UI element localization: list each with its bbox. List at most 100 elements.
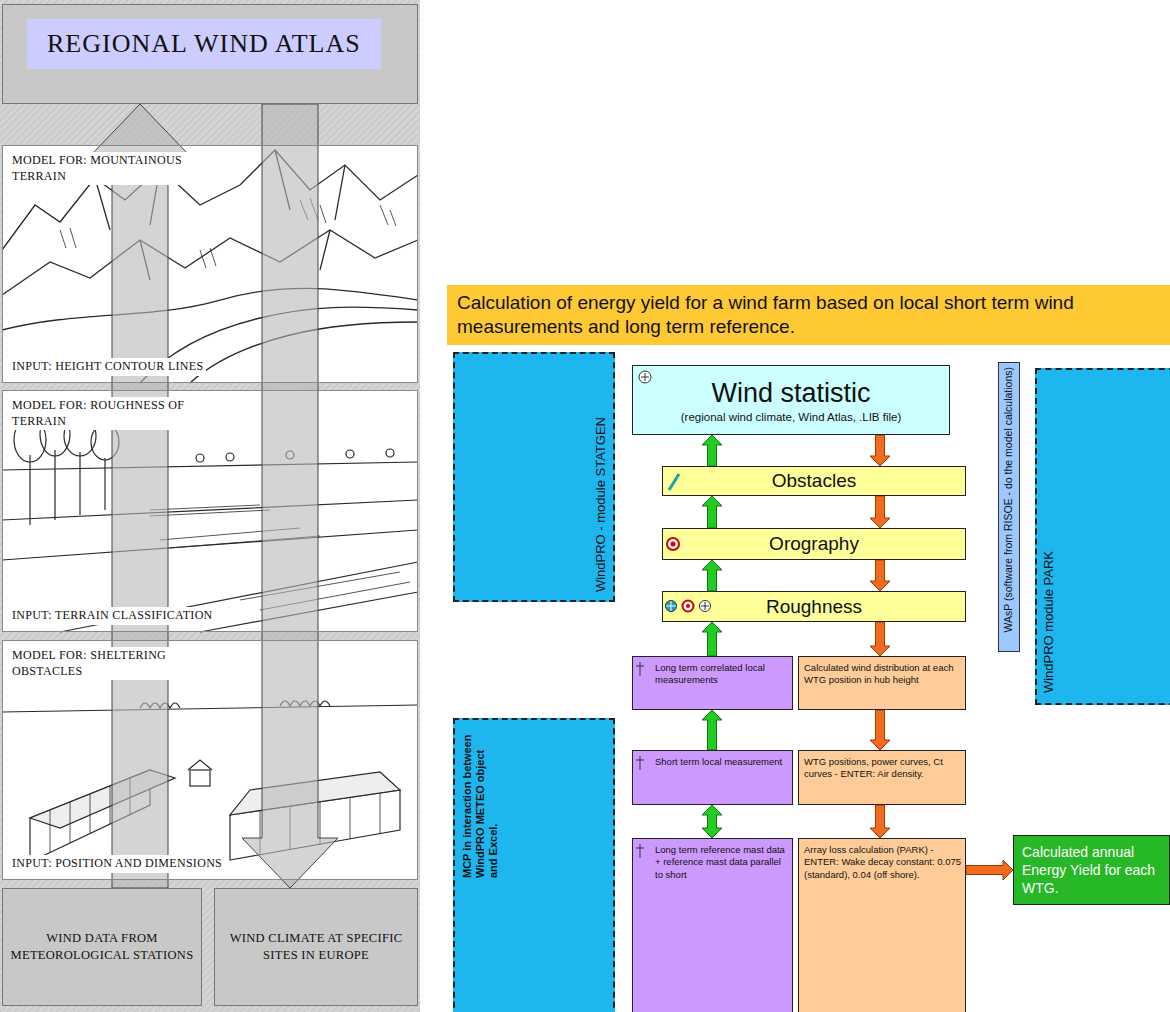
roughness-sketch	[346, 450, 354, 458]
roughness-icon	[666, 601, 711, 612]
calculation-box: Calculated wind distribution at each WTG…	[798, 656, 966, 710]
roughness-sketch	[226, 453, 234, 461]
box-label: Calculated wind distribution at each WTG…	[804, 662, 961, 687]
wind-rose-icon	[639, 371, 651, 383]
orography-icon	[671, 542, 676, 547]
calculation-arrow	[870, 805, 890, 838]
mountain-sketch	[2, 150, 418, 250]
box-label: Obstacles	[772, 470, 856, 492]
box-label: WIND DATA FROM METEOROLOGICAL STATIONS	[9, 930, 195, 964]
measurement-arrow	[702, 435, 722, 466]
roughness-icon	[701, 602, 709, 610]
box-label: MODEL FOR: MOUNTAINOUS TERRAIN	[9, 152, 200, 185]
box-label: Long term reference mast data + referenc…	[655, 844, 788, 881]
mountain-sketch	[60, 198, 396, 268]
box-label: Wind statistic	[711, 378, 870, 409]
wind-statistic-box: Wind statistic (regional wind climate, Wi…	[632, 365, 950, 435]
atlas-box: REGIONAL WIND ATLAS	[2, 4, 418, 104]
band-label: WAsP (software from RISOE - do the model…	[1002, 367, 1015, 633]
module-band: WindPRO - module STATGEN	[453, 352, 615, 602]
panel-ground	[2, 145, 418, 383]
band-label: MCP in interaction between WindPRO METEO…	[461, 728, 501, 878]
roughness-icon	[700, 601, 711, 612]
roughness-sketch	[30, 450, 105, 525]
mast-icon	[636, 662, 644, 858]
result-box: Calculated annual Energy Yield for each …	[1013, 835, 1170, 905]
band-label: WindPRO module PARK	[1041, 551, 1057, 693]
box-label: MODEL FOR: ROUGHNESS OF TERRAIN	[9, 397, 200, 430]
obstacles-sketch	[2, 705, 418, 712]
obstacles-sketch	[190, 770, 210, 786]
orography-icon	[667, 538, 679, 550]
calculation-box: WTG positions, power curves, Ct curves -…	[798, 750, 966, 805]
model-box: Roughness	[662, 591, 966, 622]
box-label: WIND CLIMATE AT SPECIFIC SITES IN EUROPE	[221, 930, 411, 964]
model-box: Orography	[662, 528, 966, 560]
box-label: Long term correlated local measurements	[655, 662, 788, 687]
box-label: Orography	[769, 533, 859, 555]
obstacle-icon	[669, 474, 679, 490]
box-label: Array loss calculation (PARK) - ENTER: W…	[804, 844, 961, 881]
model-panel: MODEL FOR: SHELTERING OBSTACLES INPUT: PO…	[2, 640, 418, 880]
flow-arrow	[92, 104, 188, 888]
box-label: WTG positions, power curves, Ct curves -…	[804, 756, 961, 781]
calculation-box: Array loss calculation (PARK) - ENTER: W…	[798, 838, 966, 1012]
mountain-sketch	[2, 230, 418, 295]
box-sublabel: INPUT: POSITION AND DIMENSIONS	[9, 855, 225, 873]
output-box: WIND CLIMATE AT SPECIFIC SITES IN EUROPE	[214, 888, 418, 1006]
calculation-arrow	[966, 860, 1013, 880]
measurement-arrow	[702, 496, 722, 528]
box-label: Short term local measurement	[655, 756, 788, 768]
calculation-arrow	[870, 710, 890, 750]
box-label: REGIONAL WIND ATLAS	[27, 19, 381, 69]
obstacles-sketch	[2, 701, 418, 862]
mountain-sketch	[2, 150, 418, 383]
mountain-sketch	[2, 288, 418, 330]
measurement-box: Long term correlated local measurements	[632, 656, 793, 710]
roughness-sketch	[386, 449, 394, 457]
box-sublabel: INPUT: TERRAIN CLASSIFICATION	[9, 607, 216, 625]
roughness-sketch	[196, 454, 204, 462]
orography-icon	[667, 538, 679, 550]
input-box: WIND DATA FROM METEOROLOGICAL STATIONS	[2, 888, 202, 1006]
model-panel: MODEL FOR: ROUGHNESS OF TERRAIN INPUT: TE…	[2, 390, 418, 632]
roughness-icon	[683, 601, 694, 612]
model-box: Obstacles	[662, 466, 966, 496]
model-panel: MODEL FOR: MOUNTAINOUS TERRAIN INPUT: HEI…	[2, 145, 418, 383]
calculation-arrow	[870, 622, 890, 656]
roughness-sketch	[2, 500, 418, 632]
measurement-arrow	[702, 560, 722, 591]
box-label: Calculated annual Energy Yield for each …	[1022, 843, 1161, 898]
roughness-icon	[686, 604, 690, 608]
obstacle-icon	[669, 474, 679, 490]
flow-arrow	[242, 104, 338, 888]
panel-ground	[2, 640, 418, 880]
software-band: WAsP (software from RISOE - do the model…	[998, 362, 1020, 652]
measurement-box: Long term reference mast data + referenc…	[632, 838, 793, 1012]
calculation-arrow	[870, 435, 890, 466]
wind-rose-icon	[641, 373, 649, 381]
atlas-frame	[0, 0, 420, 1012]
roughness-icon	[666, 601, 676, 611]
calculation-arrow	[870, 560, 890, 591]
mast-icon	[636, 662, 644, 858]
measurement-box: Short term local measurement	[632, 750, 793, 805]
wind-rose-icon	[639, 371, 651, 383]
box-label: MODEL FOR: SHELTERING OBSTACLES	[9, 647, 200, 680]
measurement-arrow	[702, 622, 722, 656]
box-label: Roughness	[766, 596, 862, 618]
roughness-sketch	[2, 412, 418, 632]
calculation-arrow	[870, 496, 890, 528]
measurement-arrow	[702, 710, 722, 750]
measurement-arrow	[702, 805, 722, 838]
roughness-sketch	[2, 462, 418, 470]
obstacles-sketch	[188, 760, 212, 770]
diagram-title: Calculation of energy yield for a wind f…	[447, 285, 1170, 345]
module-band: WindPRO module PARK	[1035, 368, 1170, 705]
panel-ground	[2, 390, 418, 632]
box-sublabel: INPUT: HEIGHT CONTOUR LINES	[9, 358, 206, 376]
box-sublabel: (regional wind climate, Wind Atlas, .LIB…	[681, 411, 902, 423]
band-label: WindPRO - module STATGEN	[593, 417, 609, 592]
